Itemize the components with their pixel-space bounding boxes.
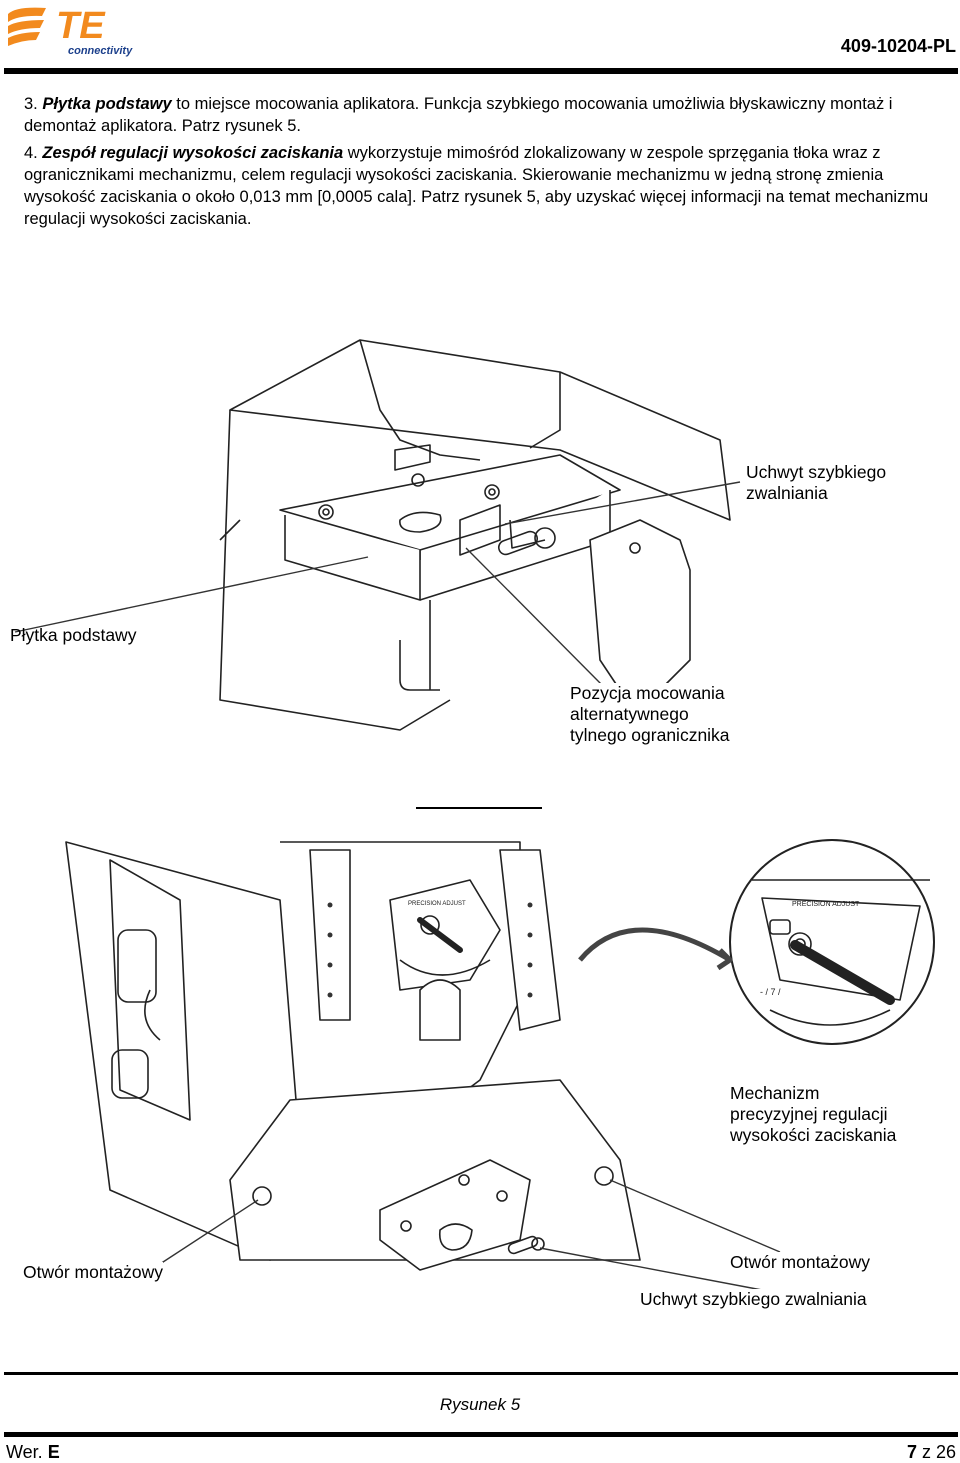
footer-rule [4,1432,958,1437]
revision: Wer. E [6,1442,60,1463]
figure-caption: Rysunek 5 [439,1395,521,1414]
upper-press-drawing [219,339,731,731]
item3-text: to miejsce mocowania aplikatora. Funkcja… [24,95,893,135]
label-precision-line2: precyzyjnej regulacji [730,1104,888,1124]
page-number: 7 z 26 [907,1442,956,1463]
dial-label-small: PRECISION ADJUST [408,901,466,907]
figure-drawing: PRECISION ADJUST PRECISION ADJUST - / 7 … [14,339,935,1291]
label-alt-pos-line1: Pozycja mocowania [570,683,725,703]
item4-number: 4. [24,144,43,162]
upper-leaders [14,481,741,689]
item4-term: Zespół regulacji wysokości zaciskania [42,144,344,162]
label-quick-release-top-line1: Uchwyt szybkiego [746,462,887,482]
magnify-arrow [578,927,733,971]
logo-te-text: TE [56,5,106,47]
label-precision-mechanism: Mechanizm precyzyjnej regulacji wysokośc… [730,1083,897,1146]
label-base-plate: Płytka podstawy [10,625,137,645]
paragraph-item-3: 3. Płytka podstawy to miejsce mocowania … [24,93,954,137]
label-precision-line3: wysokości zaciskania [730,1125,897,1145]
label-quick-release-top-line2: zwalniania [746,483,828,503]
document-number: 409-10204-PL [840,36,956,56]
label-alt-stop-position: Pozycja mocowania alternatywnego tylnego… [570,683,730,746]
revision-label: Wer. [6,1442,48,1462]
page-total: 26 [935,1442,956,1462]
lower-press-drawing: PRECISION ADJUST [65,841,641,1271]
label-mounting-hole-right: Otwór montażowy [730,1252,871,1273]
page-current: 7 [906,1442,917,1462]
dial-label-large: PRECISION ADJUST [792,901,860,908]
lower-leaders [159,1179,781,1291]
header-rule [4,68,958,74]
te-connectivity-logo: TE connectivity [8,5,133,57]
figure-5: PRECISION ADJUST PRECISION ADJUST - / 7 … [0,330,960,1370]
label-precision-line1: Mechanizm [730,1083,820,1103]
revision-value: E [47,1442,60,1462]
page-separator: z [916,1442,936,1462]
paragraph-item-4: 4. Zespół regulacji wysokości zaciskania… [24,142,954,230]
caption-rule [4,1372,958,1375]
item3-number: 3. [24,95,43,113]
dial-scale: - / 7 / [760,987,781,997]
logo-connectivity-text: connectivity [68,45,133,57]
label-alt-pos-line3: tylnego ogranicznika [570,725,730,745]
label-alt-pos-line2: alternatywnego [570,704,689,724]
item4-text: wykorzystuje mimośród zlokalizowany w ze… [24,144,929,228]
label-quick-release-top: Uchwyt szybkiego zwalniania [746,462,887,504]
label-mounting-hole-left: Otwór montażowy [23,1262,164,1283]
item3-term: Płytka podstawy [42,95,172,113]
logo-stripes [8,7,46,46]
label-quick-release-bottom: Uchwyt szybkiego zwalniania [640,1289,867,1310]
precision-adjust-detail: PRECISION ADJUST - / 7 / [729,839,935,1045]
